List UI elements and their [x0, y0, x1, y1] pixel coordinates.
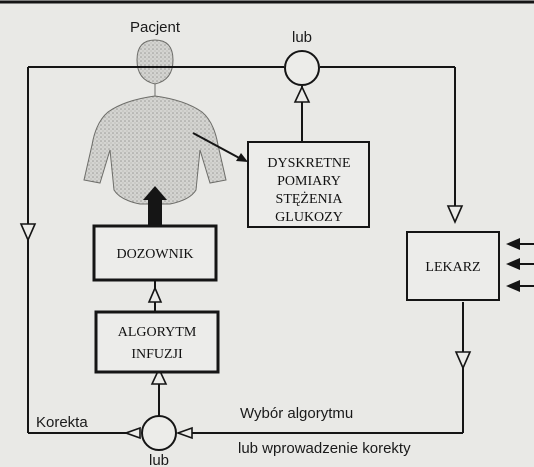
measurements-line-3: STĘŻENIA — [276, 191, 344, 207]
arrowhead-left-correction-in — [126, 428, 140, 438]
correction-entry-label: lub wprowadzenie korekty — [238, 440, 411, 457]
external-input-arrowheads — [506, 238, 520, 292]
arrowhead-down-left — [21, 224, 35, 240]
or-label-bottom: lub — [149, 452, 169, 467]
arrowhead-down-right — [456, 352, 470, 368]
arrowhead-up-doser — [149, 288, 161, 302]
correction-label: Korekta — [36, 414, 88, 431]
or-label-top: lub — [292, 29, 312, 46]
or-junction-bottom — [142, 416, 176, 450]
arrowhead-down-doctor — [448, 206, 462, 222]
algorithm-box — [96, 312, 218, 372]
arrowhead-up-or — [295, 87, 309, 102]
external-inputs — [518, 244, 534, 286]
doser-label: DOZOWNIK — [117, 247, 194, 262]
patient-label: Pacjent — [130, 19, 181, 36]
algorithm-line-2: INFUZJI — [131, 347, 183, 362]
flow-arrowheads — [21, 87, 470, 438]
algorithm-line-1: ALGORYTM — [118, 325, 197, 340]
or-junction-top — [285, 51, 319, 85]
doctor-label: LEKARZ — [425, 260, 480, 275]
measurements-line-1: DYSKRETNE — [267, 156, 350, 171]
arrowhead-left-choice — [178, 428, 192, 438]
measurements-line-2: POMIARY — [277, 174, 341, 189]
infusion-arrow-shaft — [148, 198, 162, 226]
patient-silhouette — [84, 40, 226, 204]
measurements-line-4: GLUKOZY — [275, 210, 343, 225]
algorithm-choice-label: Wybór algorytmu — [240, 405, 353, 422]
